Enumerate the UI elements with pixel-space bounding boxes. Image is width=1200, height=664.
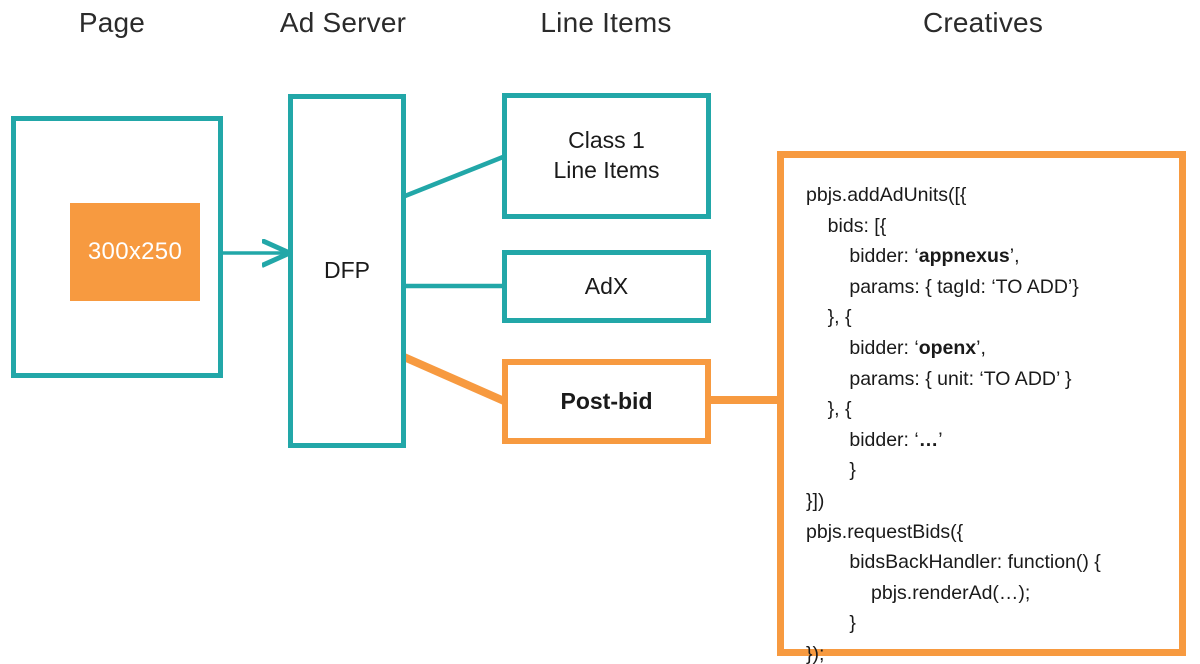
column-header-line-items: Line Items <box>540 7 672 38</box>
line-item-class1-box[interactable]: Class 1 Line Items <box>502 93 711 219</box>
line-item-postbid-box[interactable]: Post-bid <box>502 359 711 444</box>
column-header-creatives: Creatives <box>922 7 1044 38</box>
prebid-code-snippet: pbjs.addAdUnits([{ bids: [{ bidder: ‘app… <box>806 180 1169 664</box>
code-line: bidder: ‘…’ <box>849 428 943 451</box>
code-line: pbjs.addAdUnits([{ <box>806 184 967 206</box>
code-line: }); <box>806 642 825 664</box>
class1-label: Class 1 Line Items <box>553 127 660 183</box>
code-line: params: { unit: ‘TO ADD’ } <box>849 367 1072 390</box>
code-line: bidder: ‘openx’, <box>849 336 986 359</box>
code-line: params: { tagId: ‘TO ADD’} <box>849 275 1079 298</box>
code-line: }]) <box>806 489 825 512</box>
creative-slot-300x250[interactable]: 300x250 <box>70 203 200 301</box>
creative-slot-label: 300x250 <box>87 238 183 265</box>
code-line: }, { <box>827 398 852 421</box>
code-line: } <box>849 612 856 635</box>
ad-server-dfp-box[interactable]: DFP <box>288 94 406 448</box>
postbid-label: Post-bid <box>560 387 653 414</box>
creatives-code-panel: pbjs.addAdUnits([{ bids: [{ bidder: ‘app… <box>777 151 1186 664</box>
code-line: }, { <box>827 306 852 329</box>
code-line: pbjs.requestBids({ <box>806 520 964 543</box>
code-line: bidder: ‘appnexus’, <box>849 245 1020 268</box>
code-line: bids: [{ <box>827 214 887 237</box>
column-header-ad-server: Ad Server <box>279 7 407 38</box>
line-item-adx-box[interactable]: AdX <box>502 250 711 323</box>
code-line: bidsBackHandler: function() { <box>849 551 1101 574</box>
adx-label: AdX <box>584 272 629 299</box>
dfp-label: DFP <box>324 257 370 284</box>
code-line: } <box>849 459 856 482</box>
column-header-page: Page <box>78 7 146 38</box>
connector-dfp-to-postbid <box>402 353 506 405</box>
code-line: pbjs.renderAd(…); <box>871 581 1031 604</box>
connector-dfp-to-class1 <box>404 154 504 199</box>
